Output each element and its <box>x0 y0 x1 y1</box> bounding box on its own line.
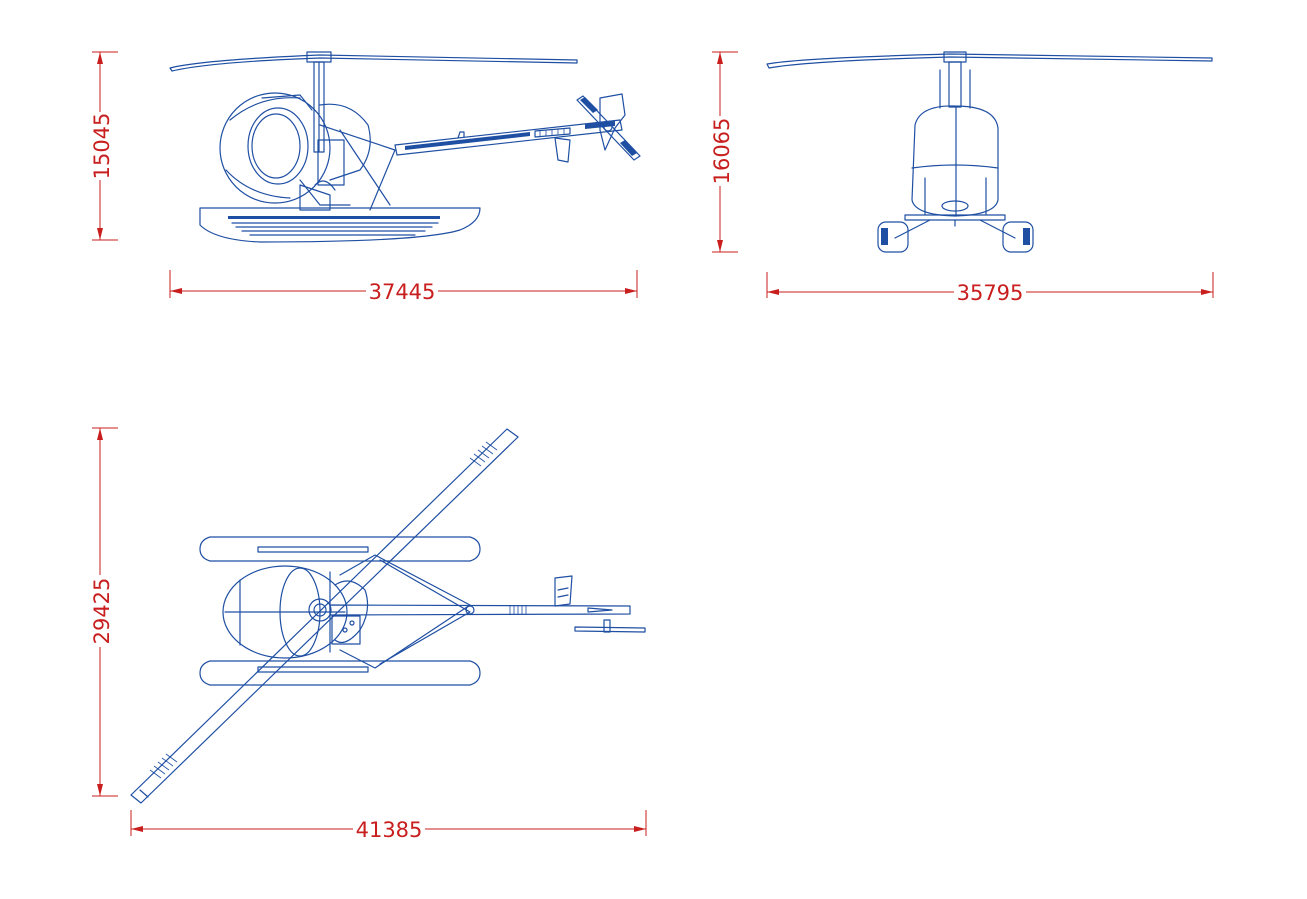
front-mast <box>948 61 962 108</box>
top-tail-rotor <box>574 626 646 633</box>
front-cabin <box>911 105 999 217</box>
top-view <box>130 428 646 804</box>
top-length-dimension: 41385 <box>130 810 647 842</box>
top-cabin <box>222 565 348 659</box>
side-length-dimension: 37445 <box>169 270 638 304</box>
side-length-label: 37445 <box>369 280 436 304</box>
front-landing-gear <box>904 214 1006 221</box>
top-rotor-tip-stripes <box>149 441 498 779</box>
top-width-dimension: 29425 <box>88 427 118 797</box>
side-main-rotor <box>169 54 578 72</box>
side-height-dimension: 15045 <box>88 51 118 241</box>
top-length-label: 41385 <box>356 818 423 842</box>
side-tail-rotor <box>576 95 641 161</box>
top-width-label: 29425 <box>90 578 114 645</box>
side-cabin-bubble <box>219 92 331 204</box>
front-height-dimension: 16065 <box>708 51 738 253</box>
side-rotor-hub <box>306 51 332 63</box>
side-height-label: 15045 <box>90 113 114 180</box>
side-stabilizer <box>554 137 571 163</box>
top-main-rotor <box>130 428 519 804</box>
top-stabilizer <box>554 575 573 607</box>
front-right-float <box>1002 221 1034 253</box>
top-upper-float <box>199 536 481 562</box>
top-tail-boom <box>329 604 631 616</box>
front-left-float <box>877 221 909 253</box>
side-engine <box>317 139 345 186</box>
front-height-label: 16065 <box>710 118 734 185</box>
side-tail-boom <box>394 119 623 156</box>
side-frame <box>319 103 371 181</box>
side-vertical-fin <box>599 93 626 151</box>
front-width-label: 35795 <box>957 281 1024 305</box>
side-float <box>199 207 481 243</box>
top-lower-float <box>199 660 481 686</box>
top-rotor-hub <box>313 603 327 617</box>
front-view <box>766 51 1213 253</box>
front-main-rotor <box>766 53 1213 69</box>
front-width-dimension: 35795 <box>766 272 1214 305</box>
top-engine <box>331 615 361 645</box>
side-view <box>169 51 641 243</box>
